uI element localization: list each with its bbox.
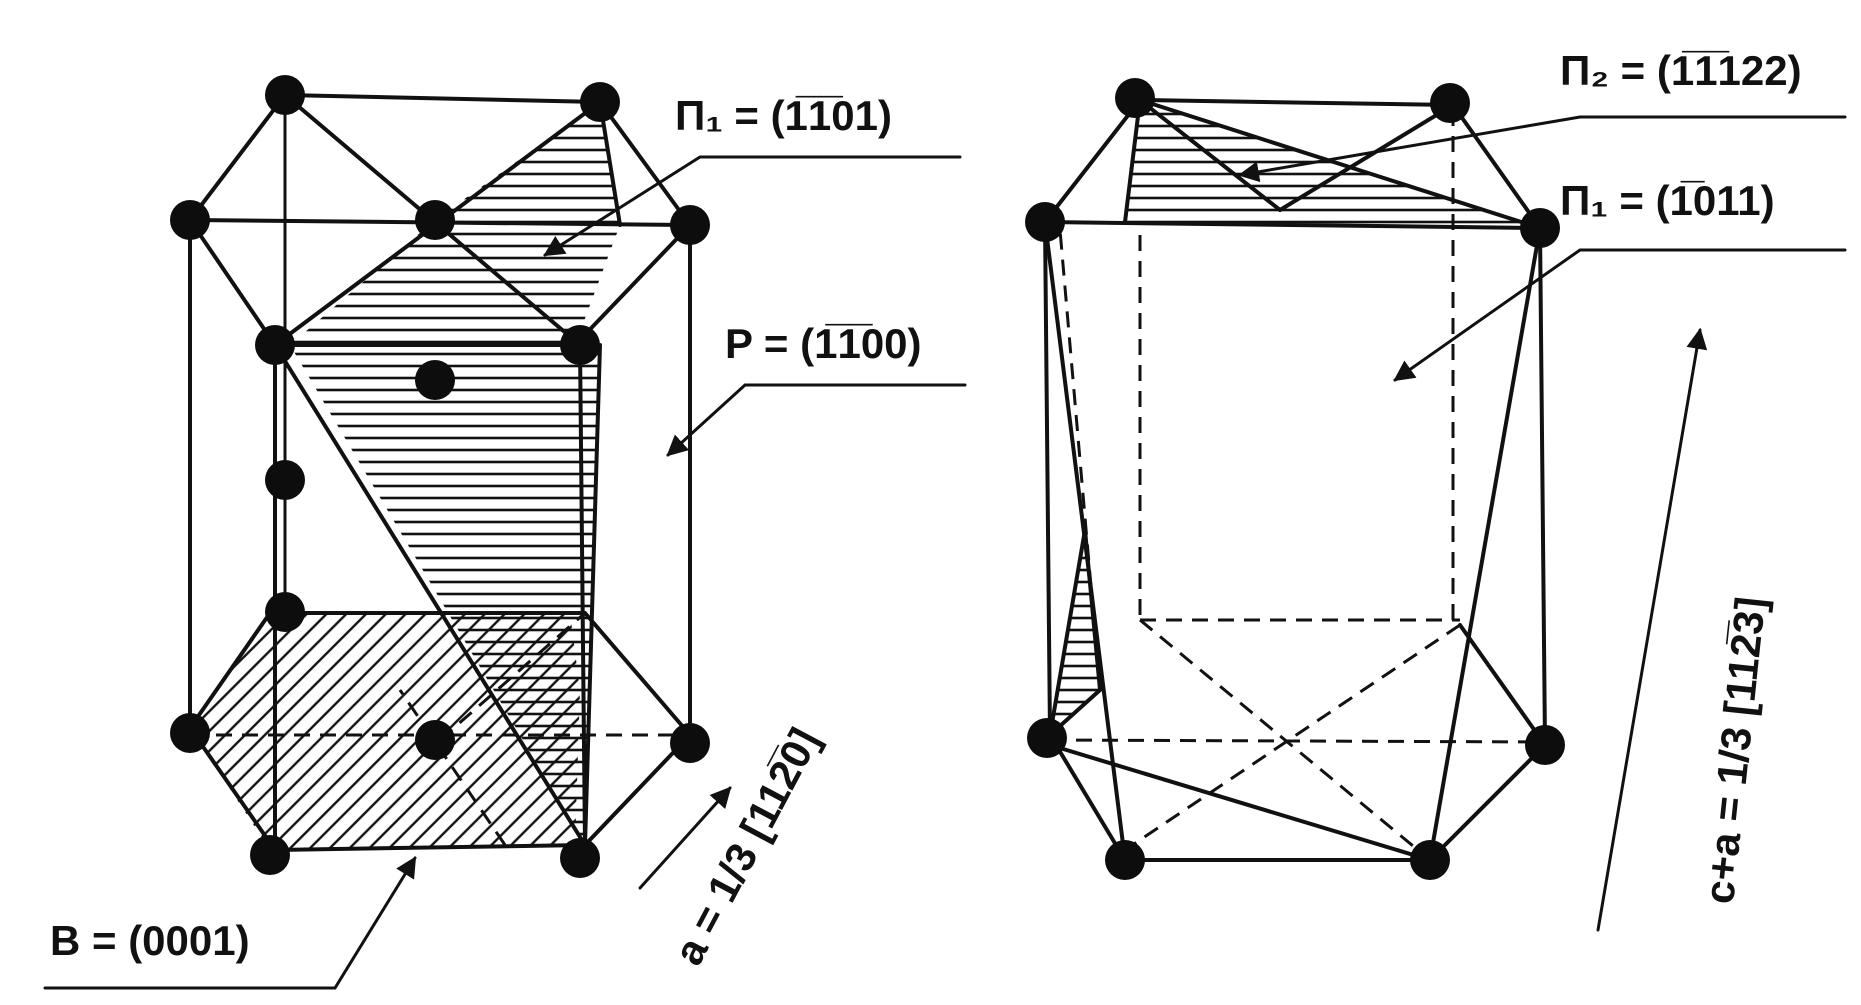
atom [170, 200, 210, 240]
left-hcp-cell [170, 75, 710, 878]
ca-vector-label: c+a = 1/3 [112̅3] [1695, 594, 1774, 905]
ca-vector-annotation: c+a = 1/3 [112̅3] [1596, 327, 1774, 932]
atom [1115, 78, 1155, 118]
basal-plane-shading [190, 613, 580, 850]
atom [1410, 840, 1450, 880]
atom [265, 592, 305, 632]
pi1-left-annotation: Π₁ = (1̅1̅01) [543, 92, 962, 257]
b-plane-label: B = (0001) [50, 917, 250, 964]
atom [1027, 718, 1067, 758]
atom [265, 460, 305, 500]
b-plane-annotation: B = (0001) [43, 856, 417, 990]
atom [670, 205, 710, 245]
atom [1105, 840, 1145, 880]
atom [560, 838, 600, 878]
atom [255, 325, 295, 365]
pi2-right-label: Π₂ = (1̅1̅122) [1560, 47, 1802, 94]
prismatic-plane-shading [290, 345, 600, 845]
atom [1430, 83, 1470, 123]
atom [265, 75, 305, 115]
side-plane-shading [1050, 530, 1100, 735]
atom [415, 720, 455, 760]
atom [580, 82, 620, 122]
atom [670, 723, 710, 763]
pi1-right-annotation: Π₁ = (1̅011) [1393, 177, 1847, 382]
atom [415, 200, 455, 240]
atom [1520, 208, 1560, 248]
atom [1025, 202, 1065, 242]
pi1-right-label: Π₁ = (1̅011) [1560, 177, 1775, 224]
atom [560, 325, 600, 365]
atom [170, 713, 210, 753]
pi2-plane-shading [1125, 100, 1535, 228]
p-plane-annotation: P = (1̅1̅00) [666, 320, 967, 457]
p-plane-label: P = (1̅1̅00) [725, 320, 922, 367]
atom [415, 360, 455, 400]
pi1-left-label: Π₁ = (1̅1̅01) [675, 92, 892, 139]
right-hcp-cell [1025, 78, 1565, 880]
pi2-right-annotation: Π₂ = (1̅1̅122) [1237, 47, 1847, 183]
atom [1525, 725, 1565, 765]
atom [250, 835, 290, 875]
